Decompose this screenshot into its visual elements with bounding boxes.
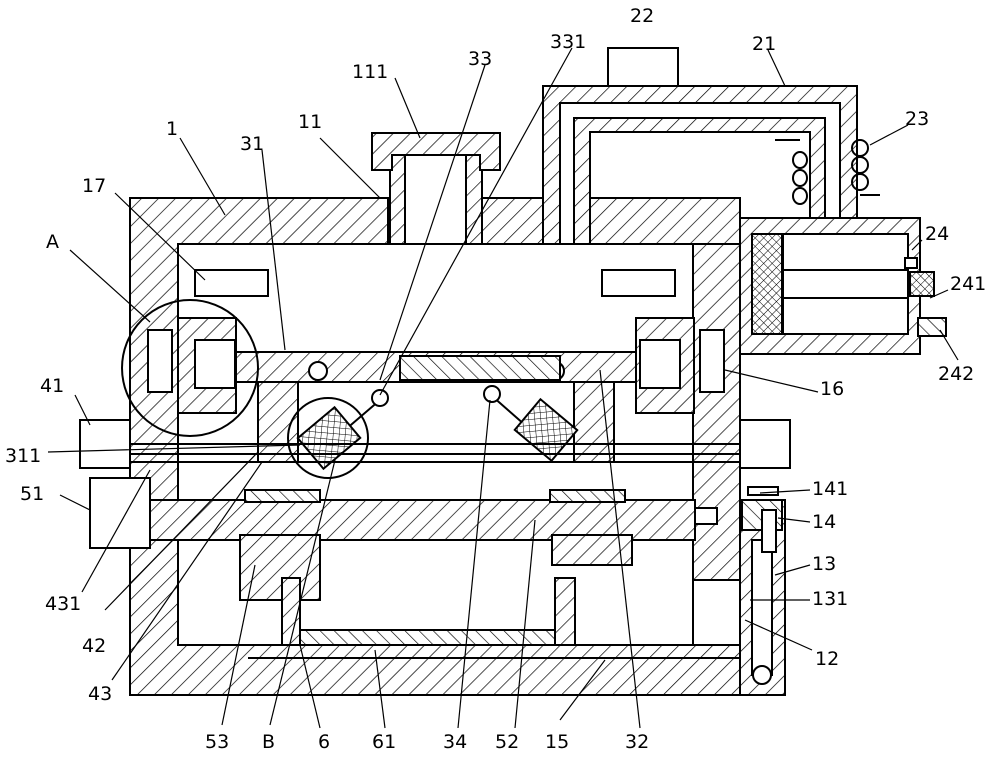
label-13: 13: [812, 553, 836, 575]
label-42: 42: [82, 635, 106, 657]
label-17: 17: [82, 175, 106, 197]
label-241: 241: [950, 273, 986, 295]
label-21: 21: [752, 33, 776, 55]
coils: [775, 139, 880, 205]
label-1: 1: [166, 118, 178, 140]
inlet-pipe: [371, 132, 501, 245]
duct-frame: [542, 47, 858, 245]
label-34: 34: [443, 731, 467, 753]
label-B: B: [262, 731, 275, 753]
label-43: 43: [88, 683, 112, 705]
label-53: 53: [205, 731, 229, 753]
label-331: 331: [550, 31, 586, 53]
bearing-right: [635, 317, 725, 414]
label-22: 22: [630, 5, 654, 27]
label-6: 6: [318, 731, 330, 753]
label-51: 51: [20, 483, 44, 505]
label-16: 16: [820, 378, 844, 400]
right-compartment: [739, 486, 786, 696]
label-33: 33: [468, 48, 492, 70]
label-32: 32: [625, 731, 649, 753]
label-A: A: [46, 231, 59, 253]
label-31: 31: [240, 133, 264, 155]
label-431: 431: [45, 593, 81, 615]
beam: [229, 351, 643, 383]
label-52: 52: [495, 731, 519, 753]
label-11: 11: [298, 111, 322, 133]
label-242: 242: [938, 363, 974, 385]
label-15: 15: [545, 731, 569, 753]
shaft: [89, 477, 718, 549]
label-14: 14: [812, 511, 836, 533]
side-box: [739, 217, 947, 355]
label-24: 24: [925, 223, 949, 245]
label-12: 12: [815, 648, 839, 670]
label-311: 311: [5, 445, 41, 467]
label-141: 141: [812, 478, 848, 500]
label-23: 23: [905, 108, 929, 130]
bearing-left: [121, 299, 259, 437]
label-61: 61: [372, 731, 396, 753]
part-labels: 1 17 A 31 11 111 33 331 22 21 23 24 241 …: [5, 5, 986, 753]
label-41: 41: [40, 375, 64, 397]
label-131: 131: [812, 588, 848, 610]
label-111: 111: [352, 61, 388, 83]
